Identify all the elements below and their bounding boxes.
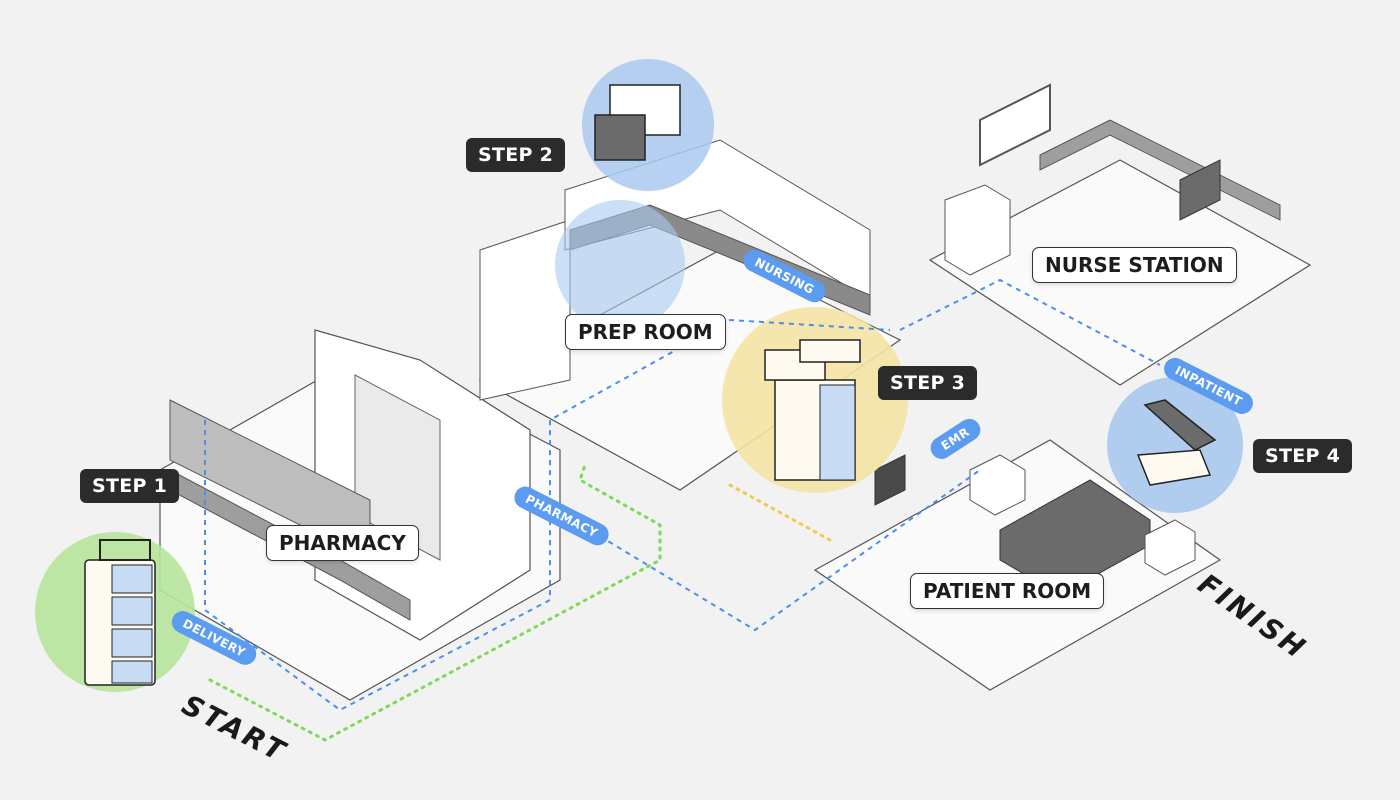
- nurse-station-label: NURSE STATION: [1032, 247, 1237, 283]
- green-path: [208, 463, 662, 742]
- nurse-monitor: [1179, 159, 1221, 221]
- step-4-badge: STEP 4: [1253, 439, 1353, 473]
- step4-circle: [1107, 377, 1243, 513]
- patient-nightstand: [1144, 519, 1196, 576]
- pharmacy-shelf: [354, 374, 441, 561]
- prep-room-label: PREP ROOM: [565, 314, 726, 350]
- medication-cart-icon: [764, 339, 861, 481]
- pharmacy-label: PHARMACY: [266, 525, 419, 561]
- step2-prep-circle: [555, 200, 685, 330]
- emr-workstation: [874, 454, 906, 506]
- dispensing-tray-icon: [594, 84, 681, 161]
- nurse-desk: [1039, 119, 1281, 221]
- patient-room-label: PATIENT ROOM: [910, 573, 1105, 609]
- step-3-badge: STEP 3: [878, 366, 978, 400]
- nurse-whiteboard: [979, 83, 1051, 167]
- delivery-cart-icon: [84, 539, 156, 686]
- yellow-path: [728, 483, 832, 542]
- prep-cabinet: [479, 219, 571, 401]
- nurse-printer: [944, 184, 1011, 276]
- step-2-badge: STEP 2: [466, 138, 566, 172]
- blue-path: [204, 278, 1161, 712]
- patient-chair: [969, 454, 1026, 516]
- step-1-badge: STEP 1: [80, 469, 180, 503]
- patient-tablet-icon: [1136, 399, 1217, 486]
